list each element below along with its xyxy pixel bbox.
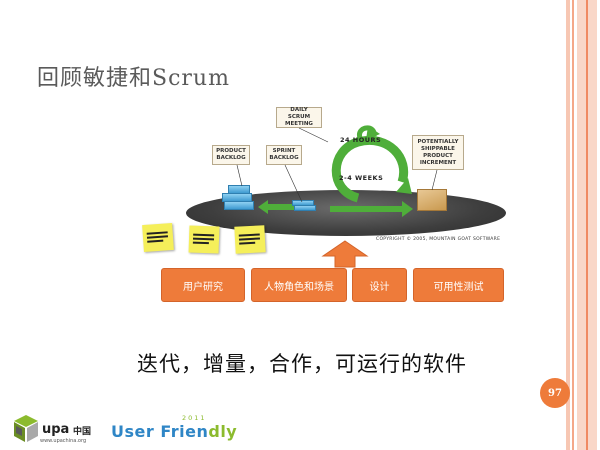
sticky-note — [142, 222, 174, 253]
sprint-arrow-icon — [402, 201, 413, 217]
increment-label: POTENTIALLY SHIPPABLE PRODUCT INCREMENT — [412, 135, 464, 170]
sprint-backlog-label: SPRINT BACKLOG — [266, 145, 302, 165]
page-number-badge: 97 — [540, 378, 570, 408]
connector-lines — [236, 127, 438, 202]
decorative-stripe — [566, 0, 570, 450]
upa-logo-cn: 中国 — [73, 427, 92, 437]
slide-summary: 迭代，增量，合作，可运行的软件 — [137, 352, 467, 376]
cycle-arrow-icon — [331, 125, 412, 203]
upa-url: www.upachina.org — [40, 438, 87, 444]
sprint-arrow-bar — [330, 206, 405, 212]
decorative-stripe — [572, 0, 574, 450]
product-backlog-label: PRODUCT BACKLOG — [212, 145, 250, 165]
up-arrow-icon — [321, 240, 369, 268]
sticky-note — [188, 225, 220, 254]
daily-scrum-label: DAILY SCRUM MEETING — [276, 107, 322, 128]
upa-cube-icon — [14, 415, 38, 442]
decorative-stripe — [586, 0, 588, 450]
hours-label: 24 HOURS — [340, 136, 382, 144]
uf-friendly-text: dly — [208, 422, 238, 441]
usability-testing-button[interactable]: 可用性测试 — [413, 268, 504, 302]
slide-title: 回顾敏捷和Scrum — [37, 66, 230, 91]
sticky-note — [234, 225, 266, 254]
arrow-left-icon — [258, 200, 296, 214]
design-button[interactable]: 设计 — [352, 268, 407, 302]
copyright-text: COPYRIGHT © 2005, MOUNTAIN GOAT SOFTWARE — [376, 237, 501, 242]
user-friendly-year: 2011 — [182, 414, 207, 422]
user-friendly-logo: User Friendly — [111, 422, 237, 441]
uf-user-text: User Frien — [111, 422, 209, 441]
upa-logo-text: upa — [42, 422, 70, 437]
user-research-button[interactable]: 用户研究 — [161, 268, 245, 302]
personas-scenarios-button[interactable]: 人物角色和场景 — [251, 268, 347, 302]
weeks-label: 2-4 WEEKS — [339, 174, 384, 182]
